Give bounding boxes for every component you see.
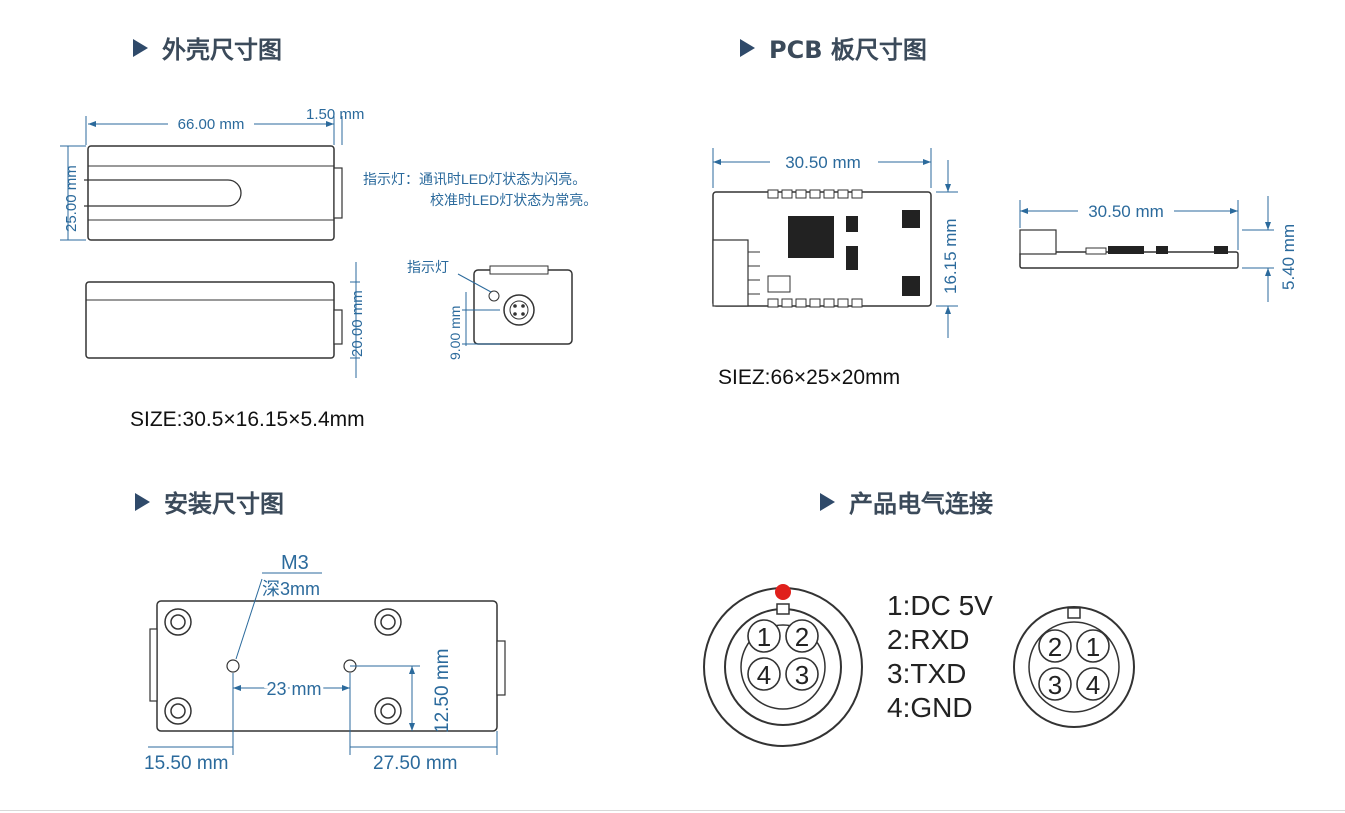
pcb-main-chip bbox=[788, 216, 834, 258]
dim-hole-spacing: 23 mm bbox=[266, 679, 321, 699]
pin-legend-4: 4:GND bbox=[887, 692, 973, 723]
pin-legend-2: 2:RXD bbox=[887, 624, 969, 655]
left-pin-4: 3 bbox=[795, 660, 809, 690]
pcb-title-text: PCB 板尺寸图 bbox=[769, 36, 927, 64]
dim-shell-depth: 20.00 mm bbox=[349, 290, 366, 357]
pcb-dimension-drawing: 30.50 mm 16.15 mm 30.50 mm 5.40 mm bbox=[712, 148, 1298, 338]
right-pin-3: 3 bbox=[1048, 670, 1062, 700]
shell-title-text: 外壳尺寸图 bbox=[162, 36, 282, 64]
indicator-note-line2: 校准时LED灯状态为常亮。 bbox=[430, 192, 597, 208]
shell-side-view bbox=[85, 281, 335, 359]
end-view-indicator bbox=[488, 290, 500, 302]
left-pin-1: 1 bbox=[757, 622, 771, 652]
dim-shell-width: 66.00 mm bbox=[178, 116, 245, 133]
pin-legend-3: 3:TXD bbox=[887, 658, 966, 689]
indicator-dot-icon bbox=[775, 584, 791, 600]
dim-mount-left: 15.50 mm bbox=[144, 753, 228, 774]
right-pin-4: 4 bbox=[1086, 670, 1100, 700]
section-title-pcb: PCB 板尺寸图 bbox=[740, 30, 927, 65]
mount-dimension-drawing: M3 深3mm 23 mm 12.50 mm 15.50 mm 27.50 mm bbox=[144, 552, 506, 774]
right-pin-1: 2 bbox=[1048, 632, 1062, 662]
dim-pcb-height: 16.15 mm bbox=[941, 218, 960, 294]
bullet-triangle-icon bbox=[135, 492, 150, 511]
indicator-note-line1: 指示灯：通讯时LED灯状态为闪亮。 bbox=[363, 171, 586, 187]
section-title-electrical: 产品电气连接 bbox=[820, 484, 993, 519]
dim-shell-height: 25.00 mm bbox=[63, 165, 80, 232]
electrical-title-text: 产品电气连接 bbox=[849, 490, 993, 518]
pcb-header bbox=[712, 239, 749, 307]
left-pin-2: 2 bbox=[795, 622, 809, 652]
section-title-mount: 安装尺寸图 bbox=[135, 484, 284, 519]
shell-top-view bbox=[87, 145, 335, 241]
shell-dimension-drawing: 66.00 mm 1.50 mm 25.00 mm 指示灯：通讯时LED灯状态为… bbox=[60, 106, 597, 378]
mount-depth-label: 深3mm bbox=[262, 579, 320, 599]
pcb-size-label: SIEZ:66×25×20mm bbox=[718, 366, 901, 389]
bullet-triangle-icon bbox=[740, 38, 755, 57]
pin-legend-1: 1:DC 5V bbox=[887, 590, 993, 621]
section-title-shell: 外壳尺寸图 bbox=[133, 30, 282, 65]
shell-slot bbox=[84, 179, 242, 207]
dim-pcb-side-width: 30.50 mm bbox=[1088, 202, 1164, 221]
dim-pcb-width: 30.50 mm bbox=[785, 153, 861, 172]
shell-size-label: SIZE:30.5×16.15×5.4mm bbox=[130, 408, 365, 431]
dim-mount-right: 27.50 mm bbox=[373, 753, 457, 774]
mount-thread-label: M3 bbox=[281, 552, 309, 574]
bullet-triangle-icon bbox=[133, 38, 148, 57]
mount-hole-left bbox=[226, 659, 240, 673]
footer-divider bbox=[0, 810, 1345, 811]
left-pin-3: 4 bbox=[757, 660, 771, 690]
dim-connector: 9.00 mm bbox=[447, 306, 463, 360]
mount-title-text: 安装尺寸图 bbox=[164, 490, 284, 518]
dim-mount-vertical: 12.50 mm bbox=[432, 649, 453, 733]
dim-pcb-thickness: 5.40 mm bbox=[1279, 224, 1298, 290]
bullet-triangle-icon bbox=[820, 492, 835, 511]
indicator-label: 指示灯 bbox=[407, 259, 449, 275]
dim-shell-tab: 1.50 mm bbox=[306, 106, 364, 123]
right-pin-2: 1 bbox=[1086, 632, 1100, 662]
electrical-connection-diagram: 1 2 4 3 1:DC 5V 2:RXD 3:TXD 4:GND 2 1 3 … bbox=[703, 584, 1135, 747]
